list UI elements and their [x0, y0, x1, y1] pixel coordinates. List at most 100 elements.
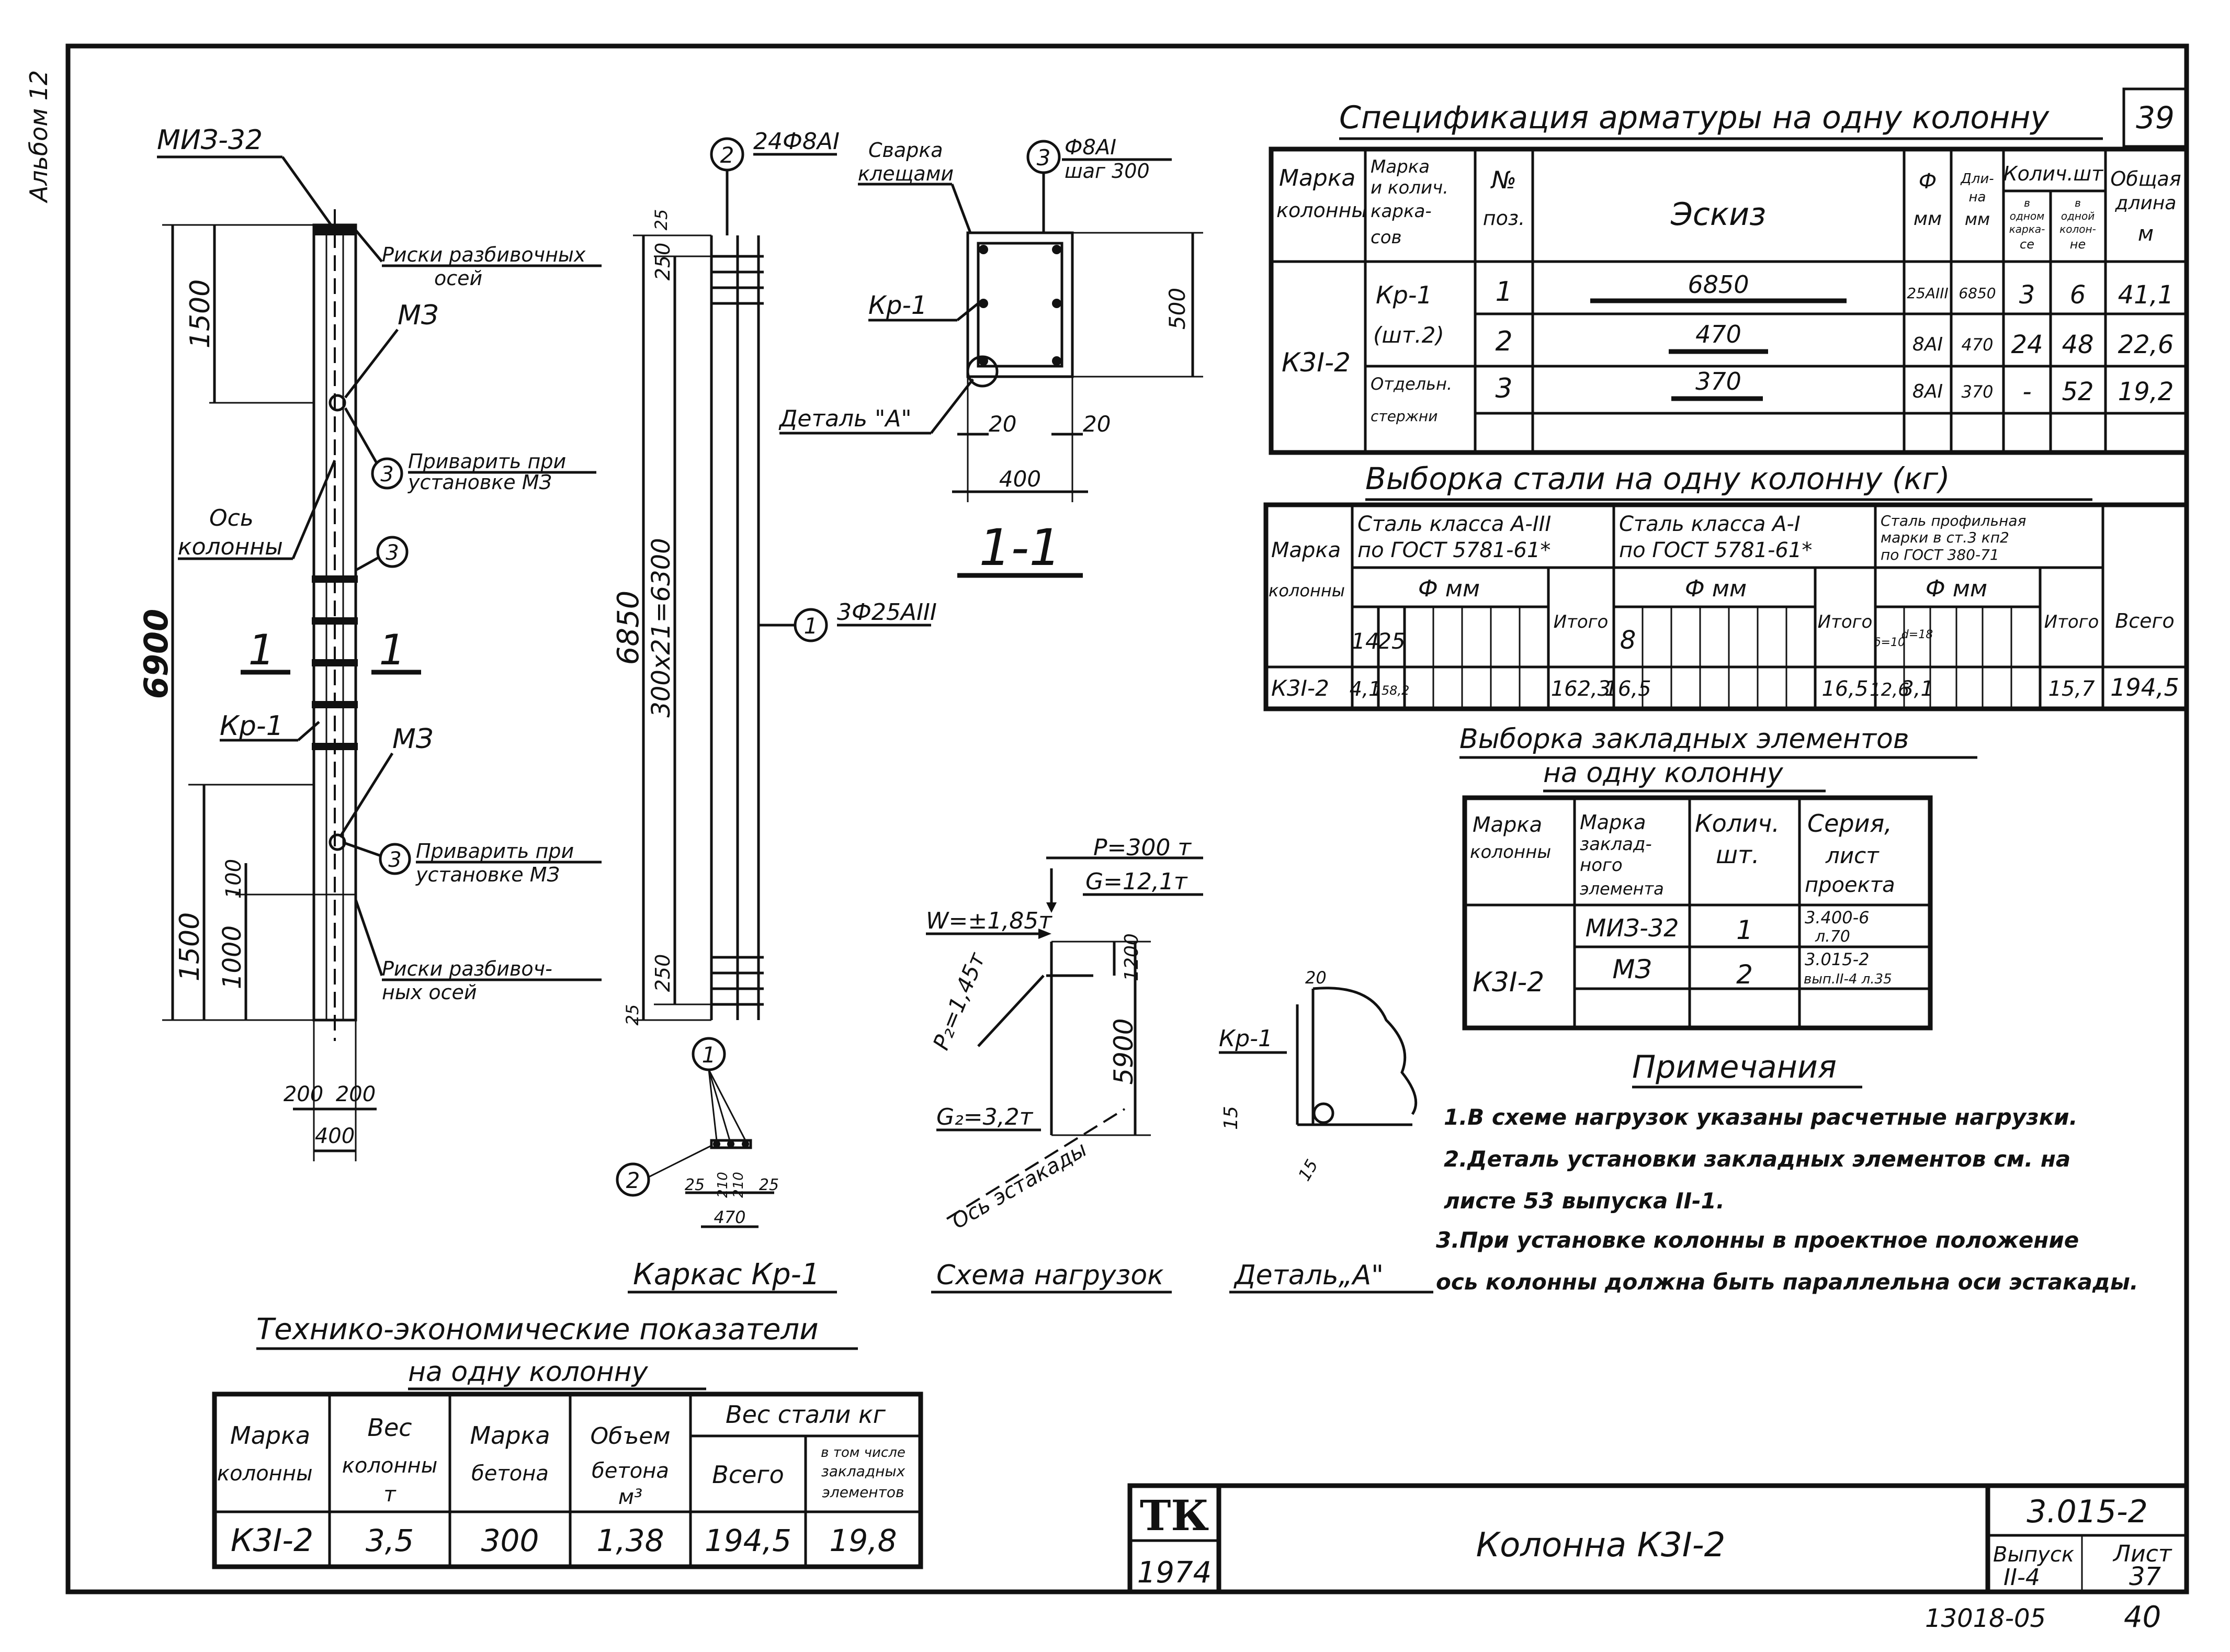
- callout-3-top: [371, 457, 403, 490]
- side-label: Альбом 12: [25, 70, 53, 203]
- svg-text:6850: 6850: [1959, 285, 1996, 302]
- svg-text:162,3: 162,3: [1551, 677, 1611, 701]
- risk-top-2: осей: [434, 267, 482, 290]
- svg-text:19,8: 19,8: [829, 1523, 897, 1558]
- spec-h-qc-3: карка-: [2009, 223, 2045, 235]
- emb-row-1: МИЗ-32 1 3.400-6 л.70: [1586, 908, 1870, 946]
- spec-h-mark-2: колонны: [1276, 199, 1367, 222]
- load-P: Р=300 т: [1093, 834, 1192, 861]
- kr1-label: Кр-1: [220, 710, 284, 742]
- callout-3-top-num: 3: [380, 462, 393, 486]
- svg-text:300: 300: [481, 1523, 539, 1558]
- tech-h-c-1: Марка: [470, 1421, 550, 1450]
- emb-h-el-1: Марка: [1580, 811, 1646, 834]
- load-dim-5900: 5900: [1108, 1018, 1139, 1084]
- steel-h-a1-1: Сталь класса А-I: [1619, 512, 1801, 536]
- cage-dim-250-bottom: 250: [651, 954, 674, 992]
- svg-text:41,1: 41,1: [2118, 280, 2174, 310]
- spec-h-qc-1: в: [2024, 197, 2030, 209]
- axis-label-2: колонны: [178, 534, 283, 560]
- stamp-issue-label: Выпуск: [1993, 1543, 2074, 1567]
- stamp-series: 3.015-2: [2027, 1493, 2148, 1530]
- svg-text:470: 470: [1961, 335, 1993, 355]
- emb-h-ser-3: проекта: [1805, 873, 1895, 897]
- svg-text:-: -: [2022, 377, 2031, 406]
- spec-h-qk-2: одной: [2061, 210, 2095, 222]
- risk-bottom-2: ных осей: [382, 981, 477, 1004]
- svg-text:16,5: 16,5: [1604, 677, 1651, 701]
- detail-dim-20: 20: [1305, 968, 1327, 988]
- axis-label-1: Ось: [209, 505, 254, 531]
- cage-sec-dim-470: 470: [714, 1207, 745, 1227]
- spec-h-qc-2: одном: [2010, 210, 2044, 222]
- cage-dim-250-top: 250: [651, 243, 674, 281]
- footer-code: 13018-05: [1925, 1604, 2046, 1633]
- steel-title: Выборка стали на одну колонну (кг): [1365, 461, 1950, 496]
- emb-title-2: на одну колонну: [1543, 757, 1784, 789]
- spec-h-mark-1: Марка: [1279, 165, 1355, 191]
- emb-h-mark-1: Марка: [1473, 813, 1542, 837]
- cage-kr1: 25 250 6850 300х21=6300 250 25 2 24Ф8АI …: [612, 128, 937, 1294]
- cage-label-2: 24Ф8АI: [753, 128, 840, 155]
- cage-sec-callout-2: [616, 1162, 650, 1197]
- detail-dim-15-bottom: 15: [1294, 1156, 1322, 1184]
- svg-text:22,6: 22,6: [2118, 330, 2174, 359]
- stamp-sheet-label: Лист: [2112, 1541, 2172, 1567]
- sec-label-3-2: шаг 300: [1065, 160, 1150, 183]
- spec-cage-mark-2: (шт.2): [1373, 322, 1444, 348]
- svg-text:вып.II-4 л.35: вып.II-4 л.35: [1804, 971, 1892, 987]
- svg-text:48: 48: [2062, 330, 2093, 359]
- cage-dim-25-top: 25: [651, 209, 671, 231]
- section-mark-left: 1: [248, 626, 275, 674]
- steel-dia-14: 14: [1351, 628, 1379, 654]
- note-3: листе 53 выпуска II-1.: [1444, 1188, 1725, 1214]
- svg-text:2: 2: [1495, 326, 1512, 357]
- note-4: 3.При установке колонны в проектное поло…: [1436, 1227, 2079, 1253]
- spec-h-total-1: Общая: [2110, 167, 2181, 190]
- detail-a: 20 Кр-1 15 15 Деталь„А": [1219, 968, 1433, 1294]
- svg-text:3: 3: [2019, 280, 2035, 310]
- section-mark-right: 1: [379, 626, 406, 674]
- stamp-year: 1974: [1137, 1556, 1212, 1590]
- svg-text:24: 24: [2011, 330, 2043, 359]
- svg-text:16,5: 16,5: [1821, 677, 1868, 701]
- tech-h-c-2: бетона: [471, 1462, 549, 1486]
- steel-h-mark-1: Марка: [1271, 538, 1341, 562]
- svg-text:8АI: 8АI: [1912, 381, 1943, 402]
- tech-h-v-3: м³: [618, 1485, 642, 1509]
- tech-h-emb-3: элементов: [822, 1484, 904, 1501]
- svg-text:25АIII: 25АIII: [1907, 285, 1949, 302]
- stamp-issue: II-4: [2003, 1564, 2040, 1591]
- tech-h-w-3: т: [383, 1483, 397, 1507]
- risk-bottom-1: Риски разбивоч-: [382, 957, 552, 980]
- tech-h-mark-2: колонны: [217, 1462, 313, 1486]
- spec-h-qk-3: колон-: [2059, 223, 2096, 235]
- svg-text:3.400-6: 3.400-6: [1805, 908, 1870, 927]
- steel-h-mark-2: колонны: [1269, 581, 1345, 601]
- weld-bottom-2: установке МЗ: [415, 863, 560, 886]
- cage-dim-6850: 6850: [612, 591, 646, 665]
- column-ties: [312, 575, 358, 750]
- spec-h-qk-1: в: [2075, 197, 2081, 209]
- sec-title: 1-1: [979, 518, 1061, 577]
- spec-h-cage-1: Марка: [1371, 156, 1430, 177]
- steel-h-dia-a1: Ф мм: [1685, 575, 1747, 602]
- spec-h-len-2: на: [1969, 189, 1986, 205]
- note-5: ось колонны должна быть параллельна оси …: [1436, 1269, 2138, 1295]
- sec-dim-20-right: 20: [1083, 411, 1111, 437]
- svg-text:3,1: 3,1: [1900, 677, 1934, 701]
- tech-h-steel-total: Всего: [712, 1461, 784, 1489]
- steel-h-dia-prof: Ф мм: [1926, 575, 1987, 602]
- steel-h-a1-2: по ГОСТ 5781-61*: [1619, 538, 1812, 562]
- svg-text:19,2: 19,2: [2118, 377, 2174, 406]
- detail-title: Деталь„А": [1233, 1260, 1384, 1291]
- svg-text:3,5: 3,5: [366, 1523, 414, 1558]
- spec-h-cage-3: карка-: [1371, 201, 1432, 222]
- cage-sec-callout-2-num: 2: [626, 1168, 640, 1193]
- svg-text:158,2: 158,2: [1374, 683, 1410, 698]
- steel-h-prof-3: по ГОСТ 380-71: [1881, 546, 1999, 563]
- svg-text:1: 1: [1736, 915, 1753, 945]
- emb-h-el-4: элемента: [1580, 879, 1664, 899]
- emb-h-ser-2: лист: [1825, 843, 1880, 868]
- svg-text:1,38: 1,38: [596, 1523, 664, 1558]
